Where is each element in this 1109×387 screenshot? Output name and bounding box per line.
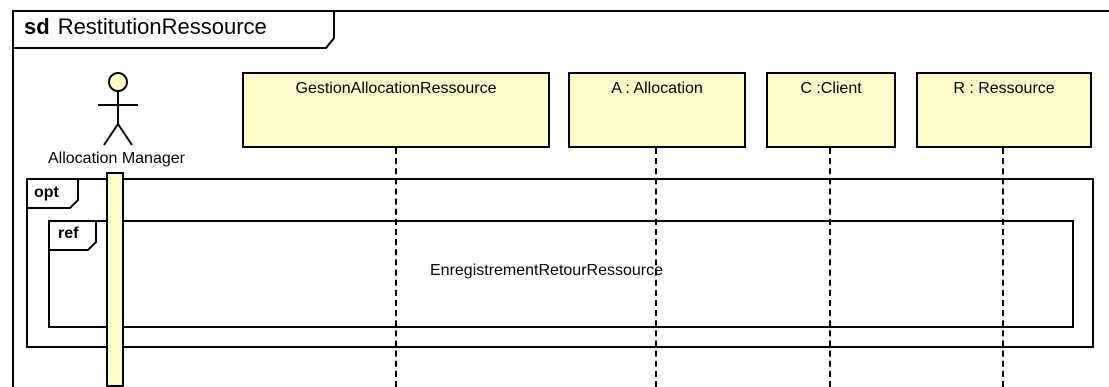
lifeline-ressource-dash [1002,148,1004,387]
lifeline-allocation[interactable]: A : Allocation [568,72,746,148]
opt-fragment[interactable] [26,178,1094,348]
opt-fragment-tab [26,178,79,209]
sequence-diagram-frame [12,10,1109,387]
lifeline-ressource[interactable]: R : Ressource [916,72,1092,148]
lifeline-client-dash [829,148,831,387]
frame-name: RestitutionRessource [57,14,267,39]
frame-keyword: sd [24,14,50,39]
ref-fragment-tab [48,220,97,251]
lifeline-gestion-dash [395,148,397,387]
lifeline-client[interactable]: C :Client [766,72,896,148]
lifeline-allocation-dash [655,148,657,387]
actor-label: Allocation Manager [48,150,185,167]
lifeline-gestion-allocation-ressource[interactable]: GestionAllocationRessource [242,72,550,148]
actor-stick-figure-icon[interactable] [46,72,226,182]
frame-name-tab [12,10,335,49]
ref-fragment[interactable] [48,220,1074,328]
opt-label: opt [34,184,59,201]
ref-label: ref [58,225,79,242]
ref-interaction-name: EnregistrementRetourRessource [430,262,663,279]
actor-activation-bar [106,172,124,387]
frame-title: sd RestitutionRessource [24,14,267,40]
